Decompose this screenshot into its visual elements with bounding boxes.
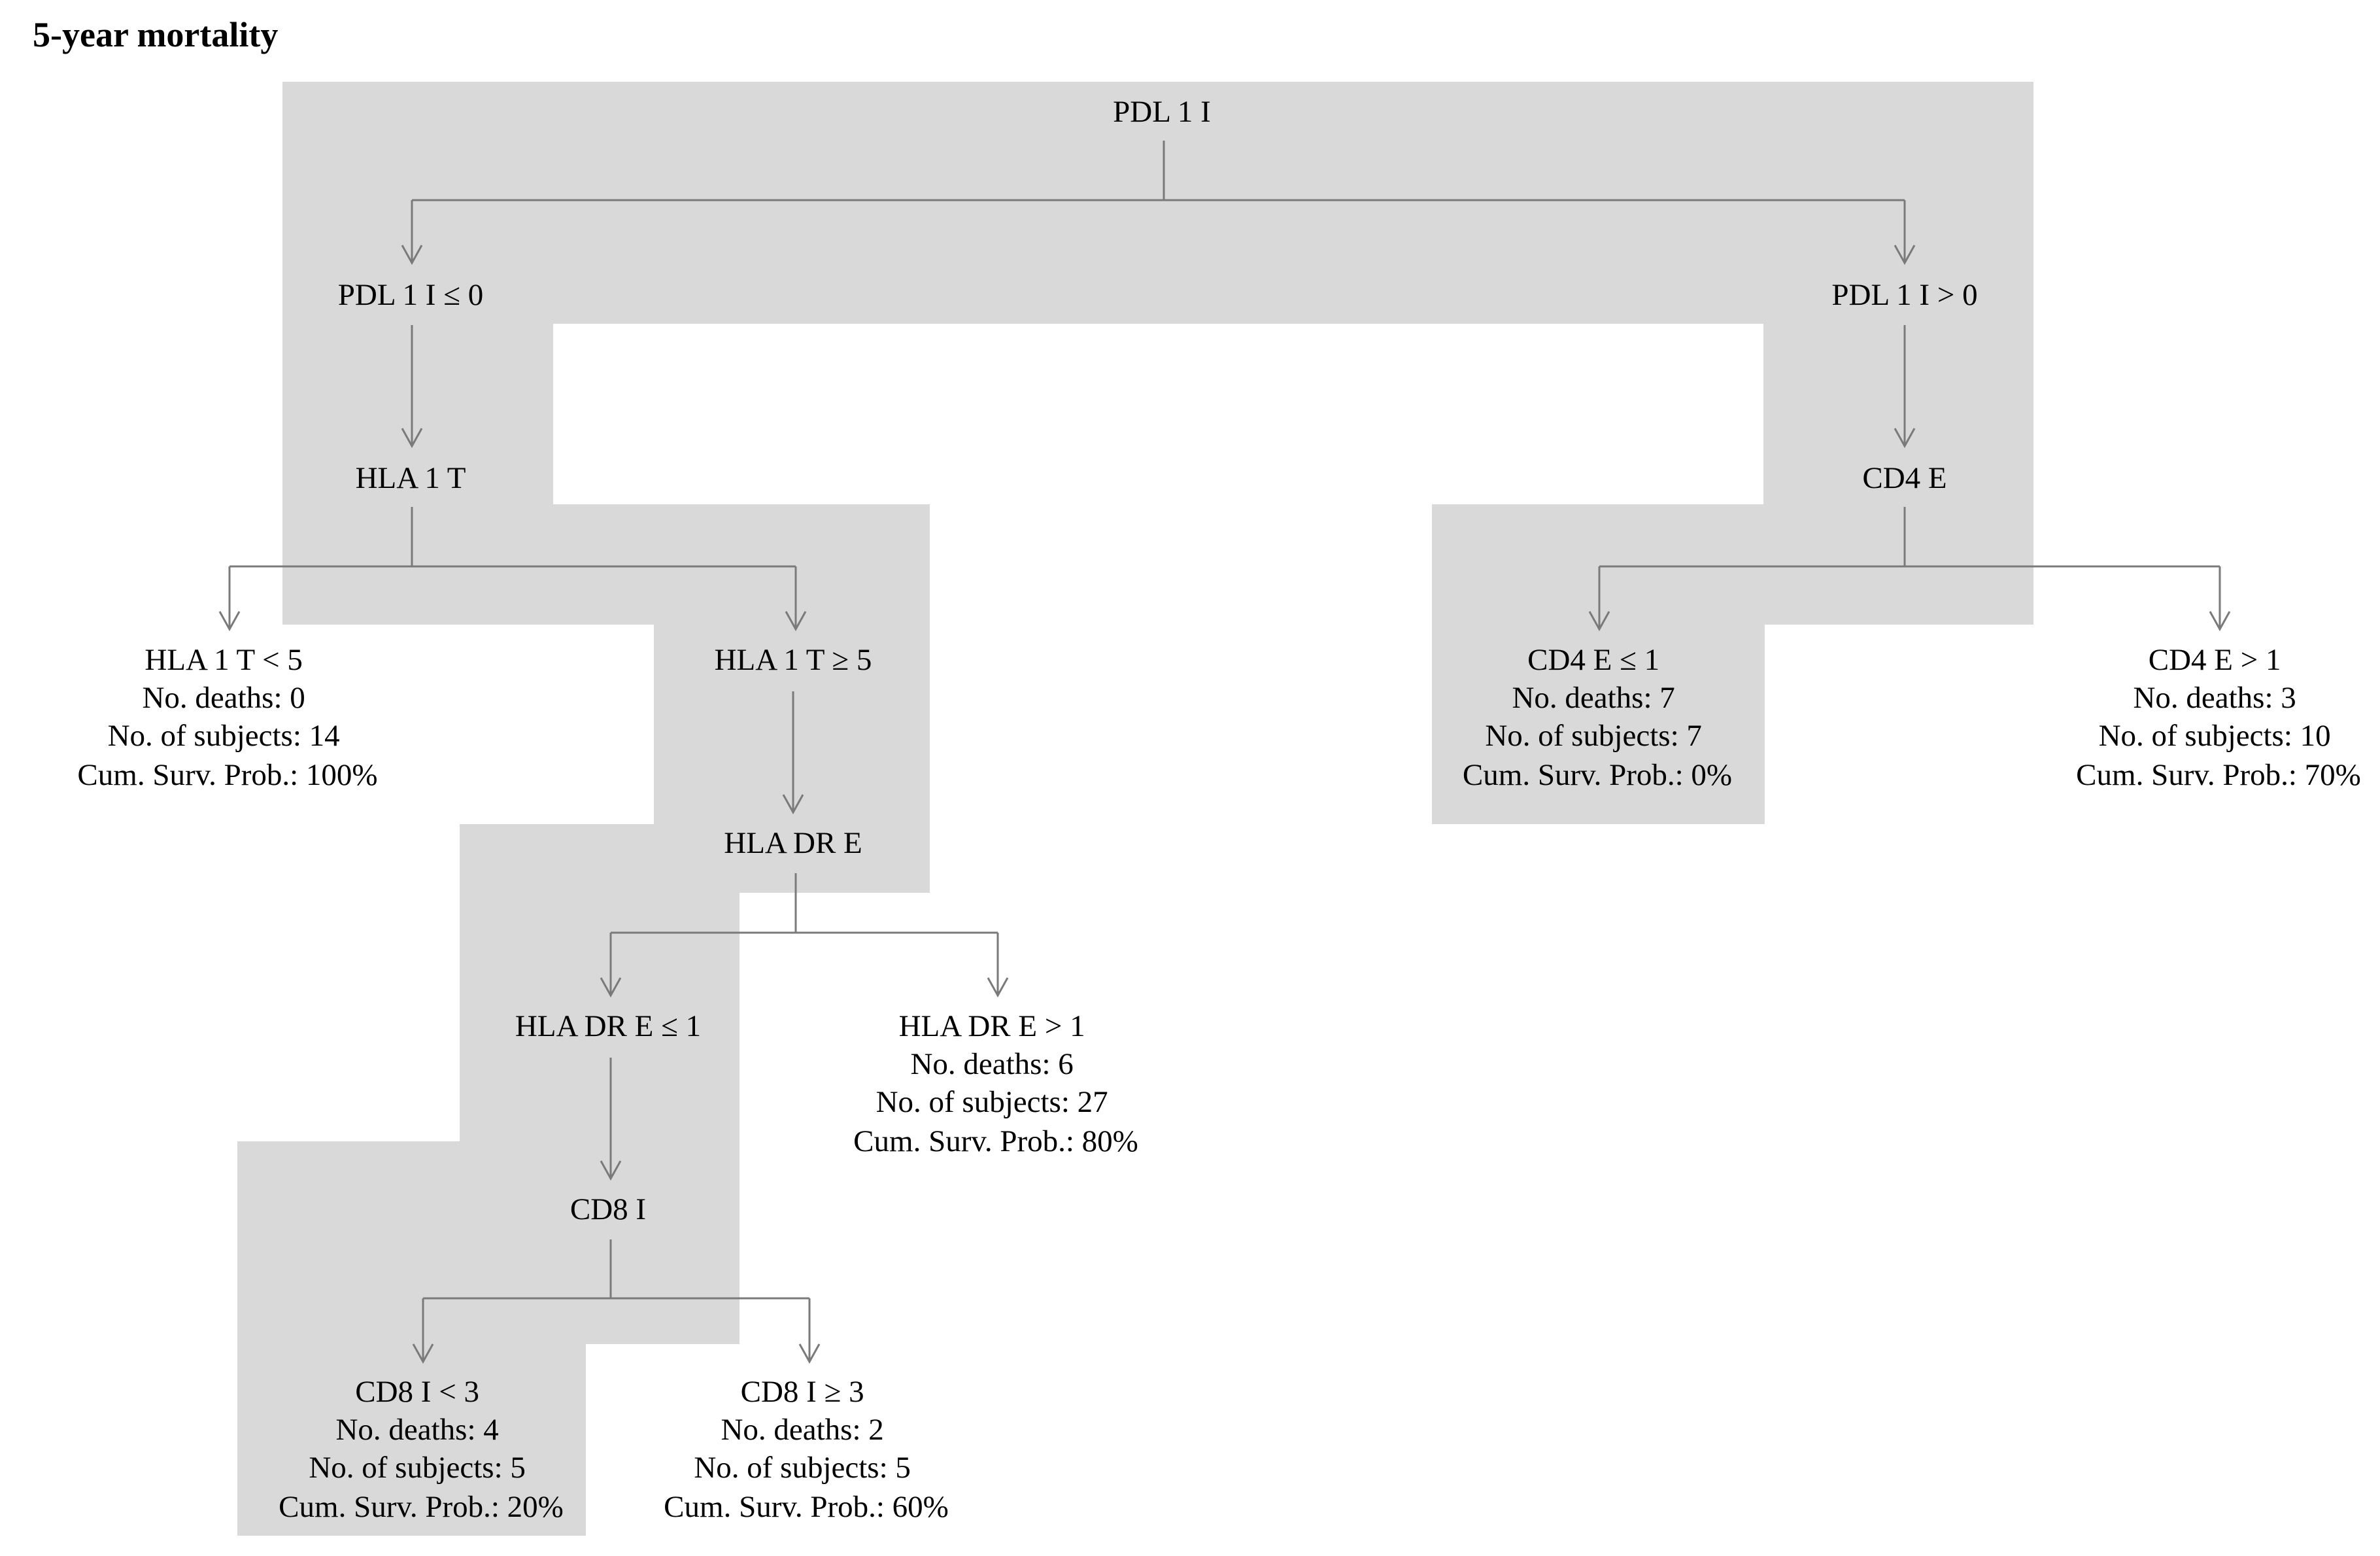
- node-root: PDL 1 I: [1113, 95, 1211, 129]
- node-hladr: HLA DR E: [724, 826, 862, 860]
- leaf-cd8-lt3: CD8 I < 3 No. deaths: 4 No. of subjects:…: [279, 1375, 564, 1524]
- node-cd8: CD8 I: [570, 1192, 646, 1226]
- highlight-region: [237, 82, 2033, 1536]
- node-hladr-le1: HLA DR E ≤ 1: [515, 1009, 701, 1043]
- node-pdl-gt0: PDL 1 I > 0: [1831, 278, 1977, 312]
- leaf-hladr-gt1: HLA DR E > 1 No. deaths: 6 No. of subjec…: [853, 1009, 1138, 1158]
- diagram-title: 5-year mortality: [33, 15, 279, 54]
- leaf-cd4-gt1: CD4 E > 1 No. deaths: 3 No. of subjects:…: [2076, 643, 2361, 792]
- leaf-cd4-le1: CD4 E ≤ 1 No. deaths: 7 No. of subjects:…: [1463, 643, 1732, 792]
- node-cd4e: CD4 E: [1862, 461, 1946, 495]
- node-hla-ge5: HLA 1 T ≥ 5: [715, 643, 872, 677]
- leaf-hla-lt5: HLA 1 T < 5 No. deaths: 0 No. of subject…: [77, 643, 377, 792]
- leaf-cd8-ge3: CD8 I ≥ 3 No. deaths: 2 No. of subjects:…: [664, 1375, 949, 1524]
- tree-nodes: PDL 1 I PDL 1 I ≤ 0 PDL 1 I > 0 HLA 1 T …: [77, 95, 2360, 1524]
- node-pdl-le0: PDL 1 I ≤ 0: [338, 278, 484, 312]
- node-hla1t: HLA 1 T: [356, 461, 466, 495]
- tree-edges: [228, 141, 2221, 1360]
- arrow-heads: [218, 245, 2231, 1364]
